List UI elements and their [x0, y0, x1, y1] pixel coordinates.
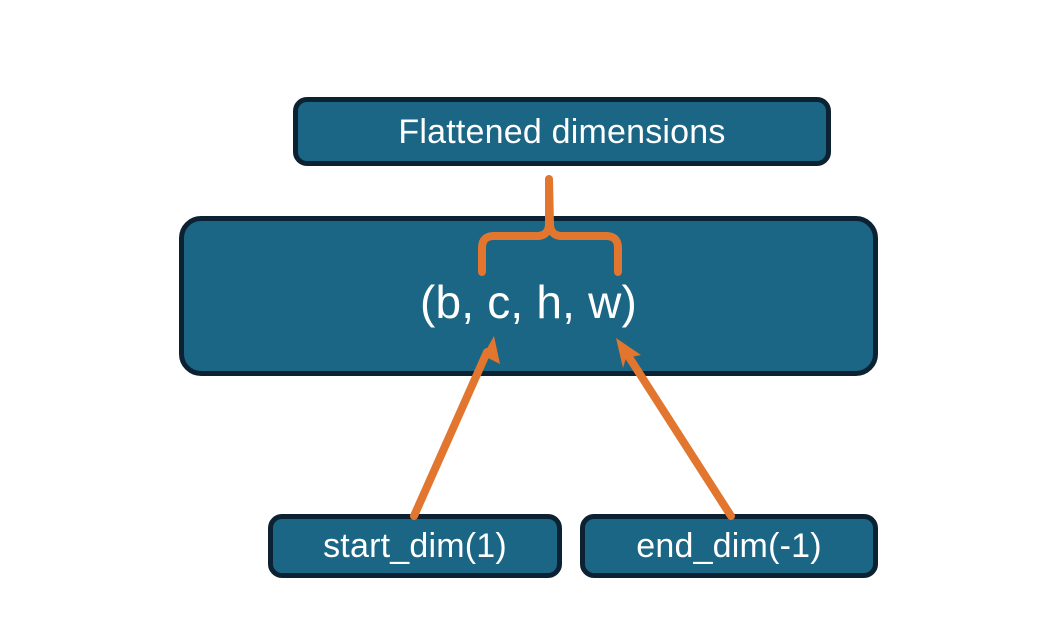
tensor-shape-box[interactable]: (b, c, h, w) — [179, 216, 878, 376]
tensor-shape-label: (b, c, h, w) — [419, 276, 638, 328]
flattened-dimensions-box[interactable]: Flattened dimensions — [293, 97, 831, 166]
end-dim-label: end_dim(-1) — [636, 527, 822, 565]
start-dim-label: start_dim(1) — [323, 527, 507, 565]
start-dim-box[interactable]: start_dim(1) — [268, 514, 562, 578]
flattened-dimensions-label: Flattened dimensions — [398, 112, 726, 151]
end-dim-box[interactable]: end_dim(-1) — [580, 514, 878, 578]
